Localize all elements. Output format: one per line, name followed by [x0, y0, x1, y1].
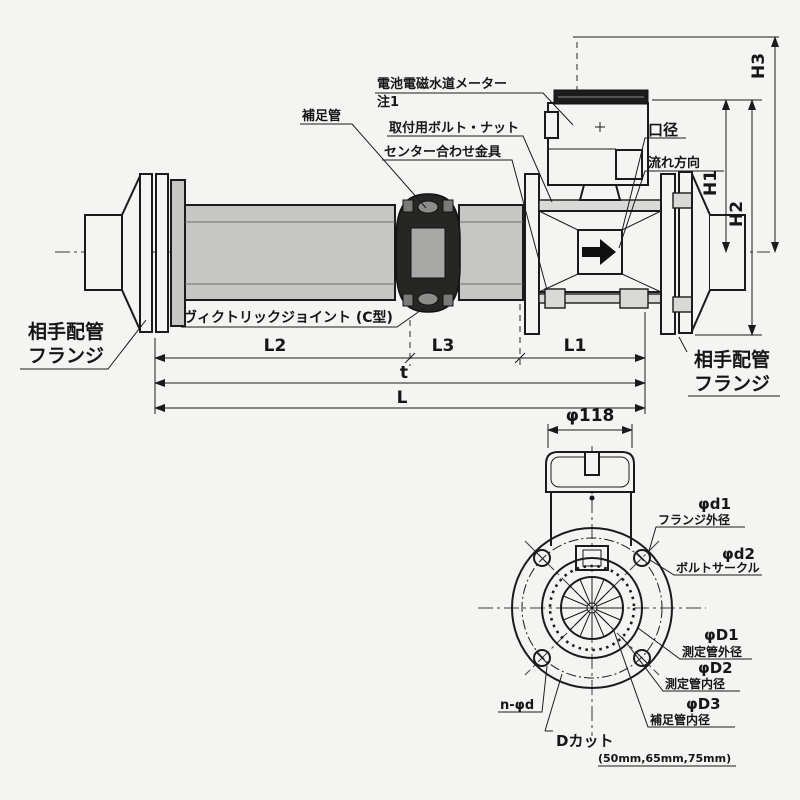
label-n-phid: n-φd — [500, 698, 534, 713]
converter-neck — [578, 184, 622, 201]
label-dcut: Dカット — [556, 732, 613, 750]
callout-supplementary-pipe: 補足管 — [300, 108, 427, 209]
label-phid2-desc: ボルトサークル — [676, 560, 760, 575]
label-left-flange-1: 相手配管 — [28, 320, 104, 343]
callout-phid1: φd1 フランジ外径 — [648, 495, 745, 552]
flange-face — [511, 527, 673, 689]
label-bolt-nut: 取付用ボルト・ナット — [389, 120, 519, 136]
dim-label-phi118: φ118 — [566, 406, 615, 426]
label-right-flange-1: 相手配管 — [694, 348, 770, 371]
label-phid2: φd2 — [722, 545, 755, 563]
supplementary-pipe — [170, 179, 524, 327]
callout-meter: 電池電磁水道メーター 注1 — [375, 76, 574, 126]
label-supplementary-pipe: 補足管 — [301, 108, 341, 124]
label-phid1-desc: フランジ外径 — [658, 512, 730, 527]
dimension-H-group: H1 H2 H3 — [573, 36, 779, 336]
converter-front — [545, 451, 635, 571]
label-meter-note: 注1 — [377, 94, 399, 110]
front-view: φ118 φd1 フランジ外径 φd2 ボルトサークル φD1 測定管外径 φD… — [478, 406, 762, 767]
callout-flow-direction: 流れ方向 — [618, 155, 724, 249]
callout-centering-fitting: センター合わせ金具 — [382, 144, 548, 291]
label-phiD2: φD2 — [698, 659, 733, 677]
converter-top-tab — [584, 451, 600, 476]
label-flow-direction: 流れ方向 — [648, 155, 700, 171]
measuring-tube-outer-circle — [541, 557, 643, 659]
callout-phiD1: φD1 測定管外径 — [637, 626, 752, 660]
label-phiD1-desc: 測定管外径 — [682, 644, 742, 659]
centering-block-left — [544, 288, 566, 309]
callout-right-flange: 相手配管 フランジ — [678, 336, 780, 397]
meter-flange-right — [660, 173, 676, 335]
dim-label-l1: L1 — [564, 336, 587, 356]
dim-label-h3: H3 — [749, 53, 769, 79]
dim-label-h1: H1 — [701, 170, 721, 196]
callout-bore: 口径 — [621, 121, 686, 232]
callout-victaulic: ヴィクトリックジョイント (C型) — [181, 307, 425, 328]
callout-n-phid: n-φd — [498, 665, 548, 713]
callout-bolt-nut: 取付用ボルト・ナット — [387, 120, 553, 203]
label-phiD1: φD1 — [704, 626, 739, 644]
mating-pipe-left — [84, 173, 169, 333]
callout-phiD2: φD2 測定管内径 — [621, 636, 740, 692]
callout-dcut: Dカット (50mm,65mm,75mm) — [544, 673, 736, 767]
callout-left-flange: 相手配管 フランジ — [20, 319, 147, 370]
label-victaulic: ヴィクトリックジョイント (C型) — [183, 309, 393, 326]
dim-label-h2: H2 — [727, 201, 747, 227]
side-view: H1 H2 H3 L2 L3 L1 t L 電池電磁水道メーター 注1 補足管 — [20, 36, 780, 414]
bolt-circle — [521, 537, 663, 679]
label-phiD3-desc: 補足管内径 — [649, 712, 710, 727]
centering-block-right — [619, 288, 649, 309]
converter-unit — [544, 42, 649, 201]
dimension-L-group: L2 L3 L1 t L — [154, 304, 646, 414]
measuring-tube-inner-circle — [548, 564, 636, 652]
label-left-flange-2: フランジ — [28, 345, 104, 367]
label-bore: 口径 — [648, 121, 678, 139]
bore-spokes — [561, 577, 623, 639]
converter-display — [615, 149, 643, 180]
dim-label-l: L — [397, 388, 408, 408]
callout-phiD3: φD3 補足管内径 — [613, 630, 735, 728]
flange-outer-circle — [511, 527, 673, 689]
bolt-holes — [533, 549, 651, 667]
label-meter: 電池電磁水道メーター — [377, 76, 507, 92]
label-right-flange-2: フランジ — [694, 373, 770, 395]
victaulic-joint — [395, 193, 461, 313]
label-phiD3: φD3 — [686, 695, 721, 713]
dimension-phi118: φ118 — [547, 406, 633, 448]
tie-rod-top — [538, 199, 662, 212]
dim-label-t: t — [400, 363, 408, 383]
label-centering-fitting: センター合わせ金具 — [384, 144, 501, 160]
label-dcut-note: (50mm,65mm,75mm) — [598, 752, 731, 765]
label-phiD2-desc: 測定管内径 — [665, 676, 725, 691]
converter-latch — [544, 111, 559, 139]
callout-phid2: φd2 ボルトサークル — [649, 545, 762, 576]
dim-label-l3: L3 — [432, 336, 455, 356]
flow-arrow-icon — [582, 239, 616, 265]
label-phid1: φd1 — [698, 495, 731, 513]
meter-assembly — [524, 173, 676, 335]
dim-label-l2: L2 — [264, 336, 287, 356]
